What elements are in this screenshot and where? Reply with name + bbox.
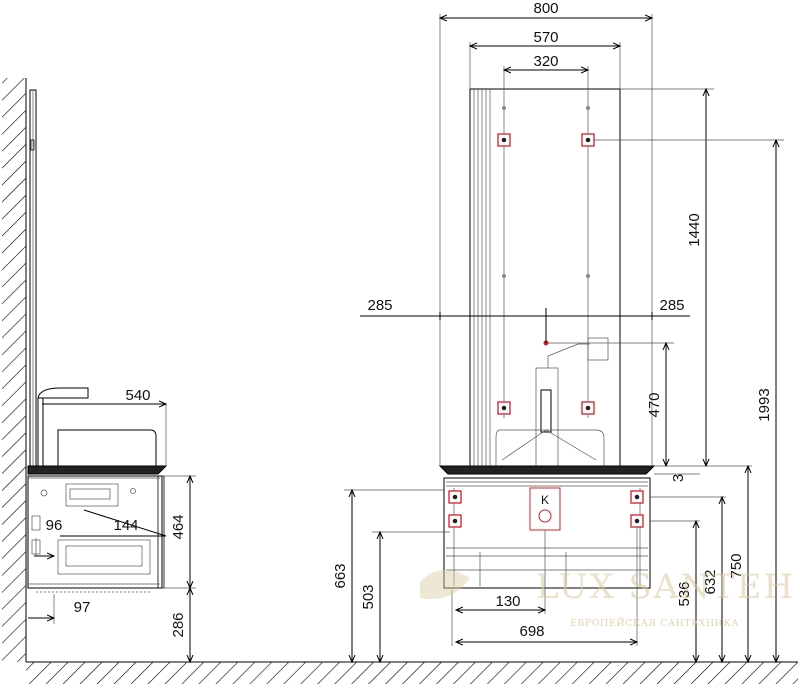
watermark: LUX SANTEH ЕВРОПЕЙСКАЯ САНТЕХНИКА <box>420 567 795 629</box>
dim-label-cabinet-height: 464 <box>170 514 187 539</box>
mount-marker <box>630 514 644 528</box>
wall <box>2 78 27 662</box>
dim-label-cabinet-holes: 536 <box>676 581 693 606</box>
dim-label-gap: 3 <box>670 474 687 482</box>
watermark-tagline: ЕВРОПЕЙСКАЯ САНТЕХНИКА <box>570 617 739 629</box>
dim-label-cabinet-bottom: 632 <box>702 569 719 594</box>
dim-label-tap-height: 470 <box>646 392 663 417</box>
front-dimensions <box>344 14 784 662</box>
dim-label-side-offset: 96 <box>46 517 63 534</box>
mount-marker <box>448 514 462 528</box>
side-dimensions <box>28 404 196 662</box>
floor <box>26 661 798 684</box>
dim-label-floor-gap: 286 <box>170 612 187 637</box>
mount-marker <box>497 133 511 147</box>
mount-points <box>448 133 644 528</box>
dim-label-offset-right: 285 <box>659 297 684 314</box>
dim-label-cabinet-width: 698 <box>519 623 544 640</box>
mount-marker <box>630 490 644 504</box>
dimension-labels: 800 570 320 285 285 1440 470 3 1993 750 … <box>46 0 773 640</box>
dim-label-top-height: 750 <box>728 553 745 578</box>
mount-marker <box>581 133 595 147</box>
front-view <box>438 88 656 589</box>
watermark-brand: LUX SANTEH <box>536 567 795 607</box>
connector-label: K <box>541 493 549 507</box>
mount-marker <box>497 401 511 415</box>
watermark-logo-icon <box>420 569 470 600</box>
dim-label-side-depth: 97 <box>74 599 91 616</box>
dim-label-depth: 540 <box>125 387 150 404</box>
mount-marker <box>448 490 462 504</box>
dim-label-offset-left: 285 <box>367 297 392 314</box>
dim-label-mirror-height: 1440 <box>686 213 703 246</box>
dim-label-total-height: 1993 <box>756 388 773 421</box>
dim-label-inner-depth: 144 <box>113 517 138 534</box>
side-view <box>27 89 168 593</box>
dim-label-mount-spacing: 320 <box>533 53 558 70</box>
dim-label-side-total: 663 <box>332 563 349 588</box>
dim-label-overall-width: 800 <box>533 0 558 17</box>
dim-label-panel-width: 570 <box>533 29 558 46</box>
dim-label-side-lower: 503 <box>360 584 377 609</box>
mount-marker <box>581 401 595 415</box>
dim-label-drain-offset: 130 <box>495 593 520 610</box>
